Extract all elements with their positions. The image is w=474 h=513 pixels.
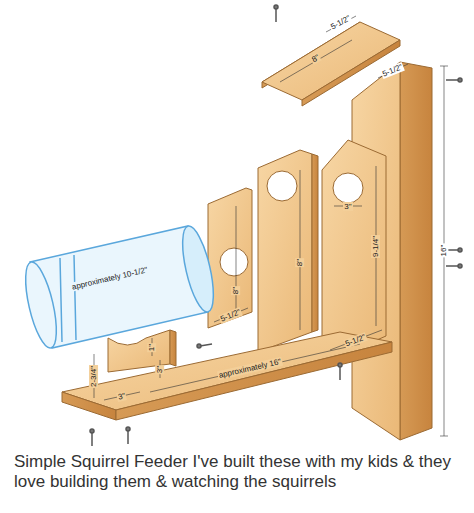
dimension-label: 8" bbox=[295, 257, 304, 266]
dimension-label: 3" bbox=[155, 364, 164, 373]
glass-jar bbox=[19, 223, 219, 350]
dimension-label: 1" bbox=[147, 342, 156, 351]
dimension-label: 9-1/4" bbox=[371, 234, 380, 257]
dimension-label: 3" bbox=[343, 202, 352, 211]
dimension-label: 2-3/4" bbox=[89, 364, 98, 387]
wood-parts bbox=[62, 22, 432, 440]
dimension-label: 16" bbox=[440, 243, 449, 257]
screws bbox=[90, 5, 462, 446]
caption: Simple Squirrel Feeder I've built these … bbox=[14, 452, 464, 492]
dimension-label: 8" bbox=[231, 285, 240, 294]
dimension-lines bbox=[94, 16, 448, 436]
